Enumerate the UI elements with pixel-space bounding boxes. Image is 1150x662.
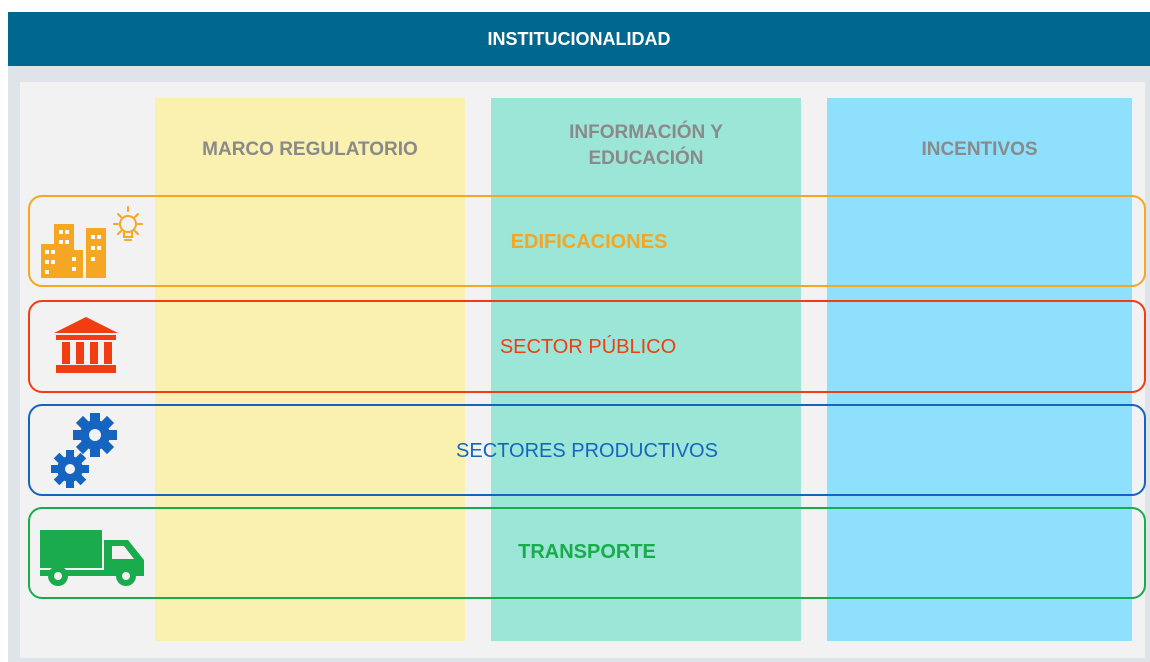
government-building-icon — [54, 317, 118, 373]
column-informacion-educacion: INFORMACIÓN Y EDUCACIÓN — [491, 98, 801, 641]
row-sectores-productivos — [28, 404, 1146, 496]
row-sector-publico — [28, 300, 1146, 393]
column-marco-regulatorio: MARCO REGULATORIO — [155, 98, 465, 641]
row-label-sectores-productivos: SECTORES PRODUCTIVOS — [456, 440, 718, 462]
column-title: MARCO REGULATORIO — [202, 139, 418, 160]
row-transporte — [28, 507, 1146, 599]
column-incentivos: INCENTIVOS — [827, 98, 1132, 641]
row-label-edificaciones: EDIFICACIONES — [510, 231, 668, 253]
truck-icon — [40, 530, 144, 586]
gears-icon — [51, 413, 117, 488]
row-label-sector-publico: SECTOR PÚBLICO — [499, 336, 677, 358]
buildings-lightbulb-icon — [41, 206, 143, 278]
header-title: INSTITUCIONALIDAD — [487, 28, 671, 49]
row-label-transporte: TRANSPORTE — [518, 541, 656, 563]
column-title: INFORMACIÓN Y EDUCACIÓN — [569, 122, 723, 169]
column-title: INCENTIVOS — [921, 139, 1038, 160]
header-bar: INSTITUCIONALIDAD — [8, 12, 1150, 66]
row-edificaciones — [28, 195, 1146, 287]
